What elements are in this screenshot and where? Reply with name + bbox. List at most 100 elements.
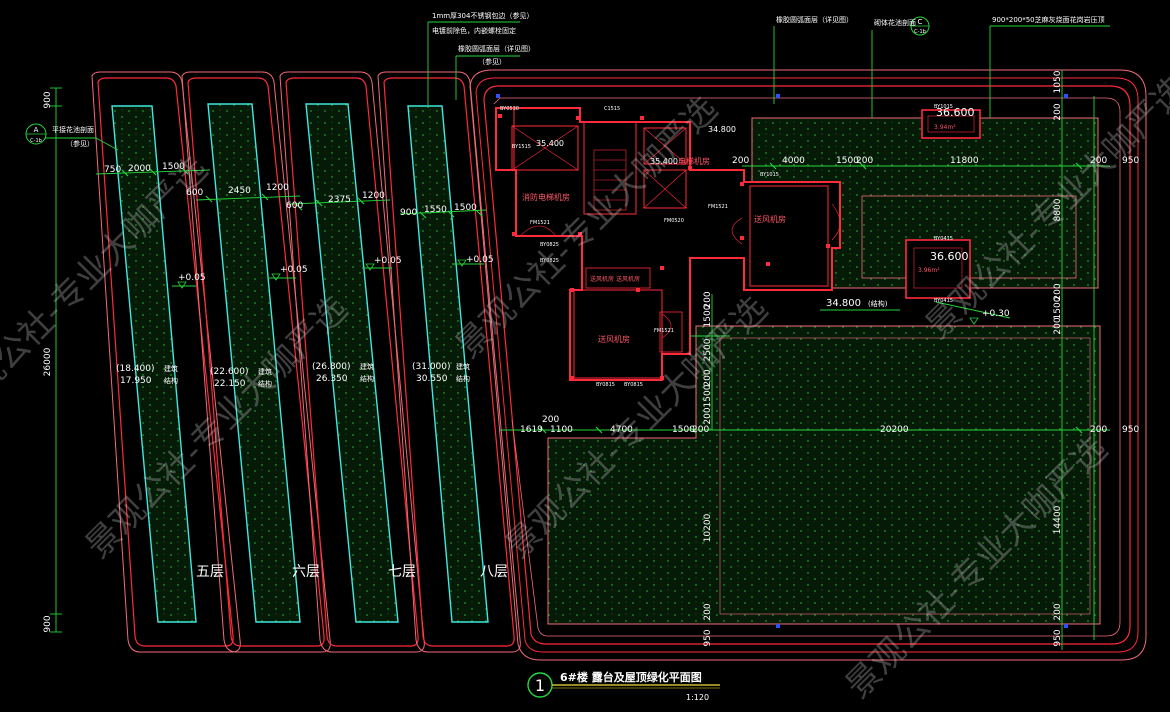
door-tag-15: BY1515 bbox=[512, 144, 531, 150]
dim-inner-lower-1: 10200 bbox=[703, 513, 713, 542]
terrace-strip-five bbox=[91, 71, 241, 653]
strip-level-five: (18.400) 17.950 建筑 结构 bbox=[116, 364, 178, 386]
dimension-ticks bbox=[121, 162, 1083, 434]
elevation-mark-five: +0.05 bbox=[177, 273, 206, 289]
door-tag-14: BY0825 bbox=[540, 258, 559, 264]
level-plus030-marker bbox=[969, 317, 979, 325]
door-tag-12: BY0415 bbox=[934, 236, 953, 242]
dim-bot-9: 950 bbox=[1122, 425, 1139, 435]
callout-section-a-ref: （参见） bbox=[66, 139, 94, 148]
room-shaft-2: 送风机房 bbox=[616, 275, 640, 283]
level-five-note1: 建筑 bbox=[164, 364, 178, 373]
level-six-struct: 22.150 bbox=[214, 379, 246, 389]
dim-side-1: 1050 bbox=[1053, 70, 1063, 93]
dim-top-5: 11800 bbox=[950, 156, 979, 166]
dim-top-6: 200 bbox=[1090, 156, 1107, 166]
door-tag-6: FM1521 bbox=[708, 204, 728, 210]
room-vent-b: 送风机房 bbox=[598, 334, 630, 344]
level-eight-struct: 30.550 bbox=[416, 374, 448, 384]
level-lift-2: 35.400 bbox=[650, 157, 678, 166]
callout-tree-pit: 900*200*50芝麻灰烧面花岗岩压顶 bbox=[992, 15, 1105, 24]
dims-top-row: 200 4000 1500 200 11800 200 950 bbox=[732, 156, 1139, 166]
door-tag-7: BY1015 bbox=[760, 172, 779, 178]
callout-section-a: 平接花池剖面 bbox=[52, 125, 94, 134]
level-plus030: +0.30 bbox=[982, 309, 1010, 319]
door-tag-9: BY0815 bbox=[624, 382, 643, 388]
door-tag-11: BY1015 bbox=[934, 104, 953, 110]
level-top-note: 3.94m² bbox=[934, 124, 956, 131]
strip-level-seven: (26.800) 26.350 建筑 结构 bbox=[312, 362, 374, 384]
marker-a-sub: C-1b bbox=[30, 138, 42, 144]
left-dim-middle: 26000 bbox=[43, 347, 53, 376]
dim-bot-3: 1100 bbox=[550, 425, 573, 435]
dim-bot-4: 4700 bbox=[610, 425, 633, 435]
dims-right-vertical: 1050 200 8800 200 1500 200 14400 200 950… bbox=[703, 70, 1063, 646]
callout-rail: 1mm厚304不锈钢包边（参见） bbox=[432, 11, 533, 20]
dimension-lines bbox=[44, 21, 1110, 650]
strip-six-dim-1: 600 bbox=[186, 188, 203, 198]
level-six-note2: 结构 bbox=[258, 379, 272, 388]
dim-bot-2: 1619 bbox=[520, 425, 543, 435]
roof-outline bbox=[469, 69, 1147, 661]
dim-side-6: 200 bbox=[1053, 317, 1063, 334]
terrace-strip-seven bbox=[279, 71, 425, 653]
elevation-seven: +0.05 bbox=[374, 256, 402, 266]
level-six-note1: 建筑 bbox=[258, 367, 272, 376]
door-tag-13: BY0415 bbox=[934, 298, 953, 304]
level-seven-note1: 建筑 bbox=[360, 362, 374, 371]
level-eight-finish: (31.000) bbox=[412, 362, 451, 372]
dim-mid-6: 200 bbox=[703, 407, 713, 424]
left-dim-top: 900 bbox=[43, 91, 53, 108]
marker-c-letter: C bbox=[918, 18, 923, 26]
title-scale: 1:120 bbox=[686, 693, 709, 702]
door-tag-5: BY0825 bbox=[540, 242, 559, 248]
title-text: 6#楼 露台及屋顶绿化平面图 bbox=[560, 670, 702, 684]
dim-top-1: 200 bbox=[732, 156, 749, 166]
level-seven-struct: 26.350 bbox=[316, 374, 348, 384]
callout-paint: 电镀前除色，内嵌螺栓固定 bbox=[432, 26, 516, 35]
door-tag-10: FM1521 bbox=[654, 328, 674, 334]
level-lift-1: 35.400 bbox=[536, 139, 564, 148]
room-elevator: 电梯机房 bbox=[678, 156, 710, 166]
door-tag-1: BY0530 bbox=[500, 106, 519, 112]
dim-mid-2: 1500 bbox=[703, 304, 713, 327]
level-roof-note: (结构) bbox=[868, 299, 888, 308]
strip-level-eight: (31.000) 30.550 建筑 结构 bbox=[412, 362, 470, 384]
level-seven-note2: 结构 bbox=[360, 374, 374, 383]
dim-side-lower-1: 14400 bbox=[1053, 505, 1063, 534]
strip-five-dim-3: 1500 bbox=[162, 162, 185, 172]
level-five-note2: 结构 bbox=[164, 376, 178, 385]
level-eight-note1: 建筑 bbox=[456, 362, 470, 371]
dim-mid-4: 200 bbox=[703, 369, 713, 386]
dim-side-3: 8800 bbox=[1053, 198, 1063, 221]
dim-side-lower-3: 950 bbox=[1053, 629, 1063, 646]
level-six-finish: (22.600) bbox=[210, 367, 249, 377]
terrace-strip-eight bbox=[377, 71, 521, 653]
strip-eight-dim-2: 1550 bbox=[424, 205, 447, 215]
dim-mid-5: 1500 bbox=[703, 384, 713, 407]
terrace-strip-six bbox=[181, 71, 331, 653]
callout-edge-ref: （参见） bbox=[478, 57, 506, 66]
elevation-mark-seven: +0.05 bbox=[365, 256, 402, 271]
elevation-mark-six: +0.05 bbox=[271, 265, 308, 281]
door-tag-2: C1515 bbox=[604, 106, 620, 112]
dim-side-2: 200 bbox=[1053, 103, 1063, 120]
level-five-struct: 17.950 bbox=[120, 376, 152, 386]
door-tag-3: FM1521 bbox=[530, 220, 550, 226]
dim-side-5: 1500 bbox=[1053, 296, 1063, 319]
dim-bot-6: 200 bbox=[692, 425, 709, 435]
dim-mid-1: 200 bbox=[703, 291, 713, 308]
dim-bot-5: 1500 bbox=[672, 425, 695, 435]
strip-six-dim-2: 2450 bbox=[228, 186, 251, 196]
dim-bot-8: 200 bbox=[1090, 425, 1107, 435]
level-top-1: 36.600 bbox=[936, 106, 975, 119]
strip-seven-dim-3: 1200 bbox=[362, 191, 385, 201]
floor-label-five: 五层 bbox=[196, 564, 224, 580]
door-tag-8: BY0815 bbox=[596, 382, 615, 388]
floor-label-six: 六层 bbox=[292, 564, 320, 580]
dim-top-3: 1500 bbox=[836, 156, 859, 166]
blue-markers bbox=[496, 94, 1068, 628]
strip-six-dim-3: 1200 bbox=[266, 183, 289, 193]
strip-five-dim-1: 750 bbox=[104, 165, 121, 175]
